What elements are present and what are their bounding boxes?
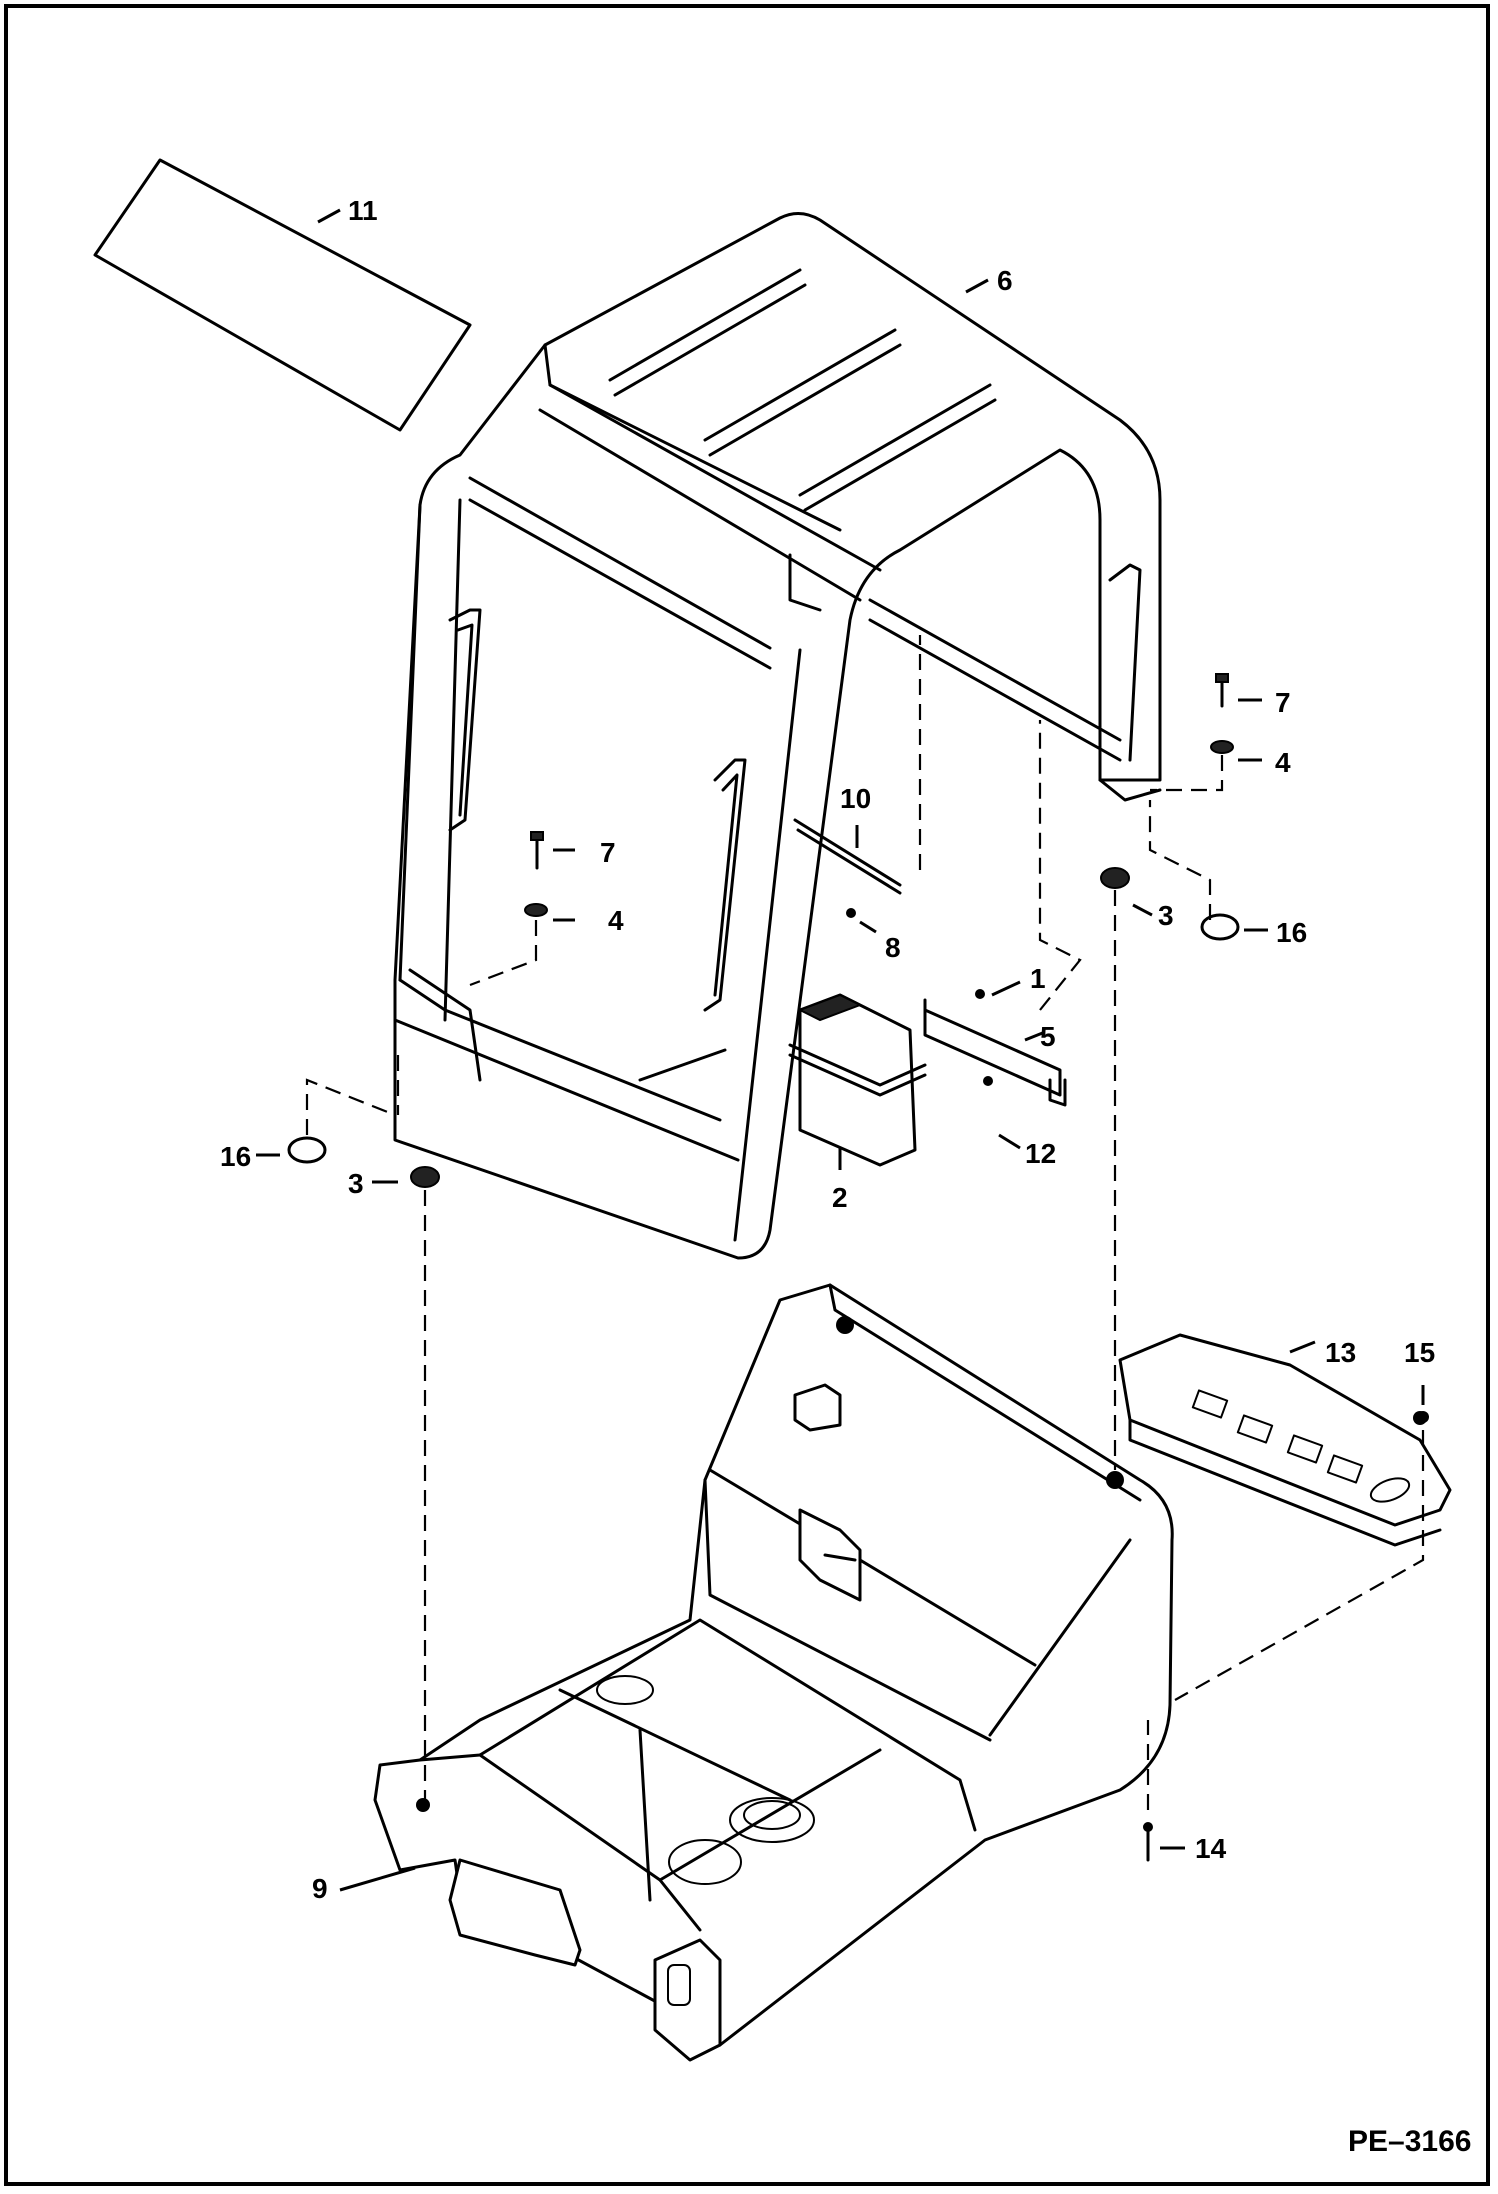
part-base-frame xyxy=(373,1283,1427,2062)
callout-3-right: 3 xyxy=(1158,900,1174,931)
callout-9: 9 xyxy=(312,1873,328,1904)
callout-6: 6 xyxy=(997,265,1013,296)
callout-15: 15 xyxy=(1404,1337,1435,1368)
part-decal xyxy=(93,158,472,432)
callout-5: 5 xyxy=(1040,1021,1056,1052)
callout-16-left: 16 xyxy=(220,1141,251,1172)
callout-11: 11 xyxy=(348,195,378,226)
hardware xyxy=(287,673,1429,1862)
callout-8: 8 xyxy=(885,932,901,963)
callout-12: 12 xyxy=(1025,1138,1056,1169)
part-canopy xyxy=(393,212,1162,1260)
figure-reference: PE–3166 xyxy=(1348,2125,1471,2158)
assembly-lines xyxy=(305,635,1425,1810)
part-bracket xyxy=(923,998,1067,1107)
callout-13: 13 xyxy=(1325,1337,1356,1368)
callout-labels: 11 6 7 4 10 7 4 3 16 8 1 5 12 16 3 2 13 … xyxy=(220,195,1435,1904)
callout-7-left: 7 xyxy=(600,837,616,868)
callout-10: 10 xyxy=(840,783,871,814)
callout-4-right: 4 xyxy=(1275,747,1291,778)
callout-4-left: 4 xyxy=(608,905,624,936)
part-bar-10 xyxy=(793,818,902,895)
part-box xyxy=(788,993,927,1167)
part-plate xyxy=(1118,1333,1452,1547)
callout-7-right: 7 xyxy=(1275,687,1291,718)
callout-14: 14 xyxy=(1195,1833,1227,1864)
leaders xyxy=(256,208,1425,1892)
callout-1: 1 xyxy=(1030,963,1046,994)
callout-2: 2 xyxy=(832,1182,848,1213)
callout-3-left: 3 xyxy=(348,1168,364,1199)
callout-16-right: 16 xyxy=(1276,917,1307,948)
